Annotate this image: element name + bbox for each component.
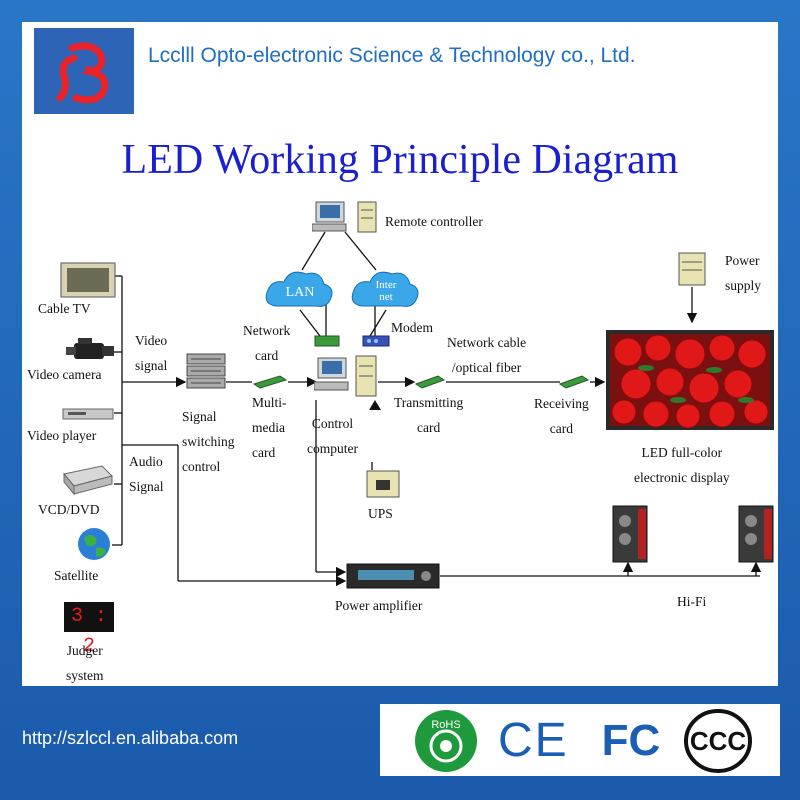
cable-tv-label: Cable TV bbox=[38, 301, 91, 316]
vcd-dvd-label: VCD/DVD bbox=[38, 502, 100, 517]
judger-label-line2: system bbox=[66, 668, 104, 683]
network-card-line1: Network bbox=[243, 323, 291, 338]
rohs-label: RoHS bbox=[431, 719, 460, 731]
video-camera-icon bbox=[66, 338, 114, 359]
left-speaker-icon bbox=[612, 505, 648, 563]
multimedia-card-label: Multi- media card bbox=[252, 390, 287, 465]
signal-switching-line2: switching bbox=[182, 434, 235, 449]
company-name: Lcclll Opto-electronic Science & Technol… bbox=[148, 44, 636, 67]
led-display-line1: LED full-color bbox=[641, 445, 723, 460]
led-display-line2: electronic display bbox=[634, 470, 730, 485]
receiving-card-icon bbox=[558, 375, 590, 389]
video-signal-line1: Video bbox=[135, 333, 168, 348]
company-logo bbox=[34, 28, 134, 114]
multimedia-line2: media bbox=[252, 420, 285, 435]
footer-url[interactable]: http://szlccl.en.alibaba.com bbox=[22, 728, 239, 748]
ccc-icon: CCC bbox=[684, 709, 752, 773]
network-cable-line2: /optical fiber bbox=[451, 360, 522, 375]
vcd-dvd-icon bbox=[63, 465, 113, 496]
right-speaker-icon bbox=[738, 505, 774, 563]
multimedia-line1: Multi- bbox=[252, 395, 287, 410]
video-player-label: Video player bbox=[27, 428, 97, 443]
signal-switching-line1: Signal bbox=[182, 409, 217, 424]
remote-controller-label: Remote controller bbox=[385, 214, 483, 229]
power-amplifier-label: Power amplifier bbox=[335, 598, 423, 613]
audio-signal-line2: Signal bbox=[129, 479, 164, 494]
signal-switching-label: Signal switching control bbox=[182, 404, 235, 479]
lan-label: LAN bbox=[286, 285, 315, 300]
ce-mark: CE bbox=[498, 714, 569, 767]
network-cable-line1: Network cable bbox=[447, 335, 527, 350]
ups-icon bbox=[366, 470, 400, 498]
control-computer-line2: computer bbox=[307, 441, 358, 456]
receiving-line2: card bbox=[549, 421, 573, 436]
judger-label: Judger system bbox=[66, 638, 104, 688]
control-computer-label: Control computer bbox=[307, 411, 358, 461]
transmitting-line2: card bbox=[417, 420, 441, 435]
control-computer-icon bbox=[314, 355, 377, 397]
satellite-icon bbox=[78, 528, 110, 560]
led-display-label: LED full-color electronic display bbox=[634, 440, 730, 490]
multimedia-line3: card bbox=[252, 445, 276, 460]
judger-label-line1: Judger bbox=[66, 643, 103, 658]
ups-label: UPS bbox=[368, 506, 393, 521]
power-supply-icon bbox=[678, 252, 706, 286]
signal-switching-icon bbox=[186, 353, 226, 389]
fc-mark: FC bbox=[601, 716, 661, 765]
hifi-label: Hi-Fi bbox=[677, 594, 707, 609]
internet-label-line1: Inter bbox=[376, 279, 397, 291]
video-signal-label: Video signal bbox=[135, 328, 167, 378]
internet-label-line2: net bbox=[379, 291, 392, 303]
modem-label: Modem bbox=[391, 320, 433, 335]
internet-cloud: Inter net bbox=[351, 271, 419, 307]
remote-controller-icon bbox=[312, 201, 377, 233]
lan-cloud: LAN bbox=[265, 271, 333, 307]
signal-switching-line3: control bbox=[182, 459, 221, 474]
modem-icon bbox=[362, 335, 390, 347]
transmitting-card-label: Transmitting card bbox=[394, 390, 463, 440]
diagram-title: LED Working Principle Diagram bbox=[121, 137, 679, 183]
transmitting-card-icon bbox=[414, 375, 446, 389]
network-card-line2: card bbox=[255, 348, 279, 363]
audio-signal-line1: Audio bbox=[129, 454, 163, 469]
video-player-icon bbox=[62, 408, 114, 420]
multimedia-card-icon bbox=[252, 375, 288, 389]
receiving-card-label: Receiving card bbox=[534, 391, 589, 441]
rohs-icon: RoHS bbox=[415, 710, 477, 772]
power-supply-line2: supply bbox=[725, 278, 762, 293]
network-cable-label: Network cable /optical fiber bbox=[447, 330, 526, 380]
video-signal-line2: signal bbox=[135, 358, 168, 373]
power-supply-line1: Power bbox=[725, 253, 760, 268]
power-amplifier-icon bbox=[346, 563, 440, 589]
transmitting-line1: Transmitting bbox=[394, 395, 464, 410]
led-display-icon bbox=[606, 330, 774, 430]
video-camera-label: Video camera bbox=[27, 367, 102, 382]
network-card-icon bbox=[314, 335, 340, 347]
receiving-line1: Receiving bbox=[534, 396, 589, 411]
judger-display: 3 : 2 bbox=[64, 602, 114, 658]
cable-tv-icon bbox=[60, 262, 116, 298]
audio-signal-label: Audio Signal bbox=[129, 449, 164, 499]
control-computer-line1: Control bbox=[311, 416, 354, 431]
satellite-label: Satellite bbox=[54, 568, 99, 583]
power-supply-label: Power supply bbox=[725, 248, 761, 298]
network-card-label: Network card bbox=[243, 318, 290, 368]
ccc-label: CCC bbox=[690, 726, 747, 756]
